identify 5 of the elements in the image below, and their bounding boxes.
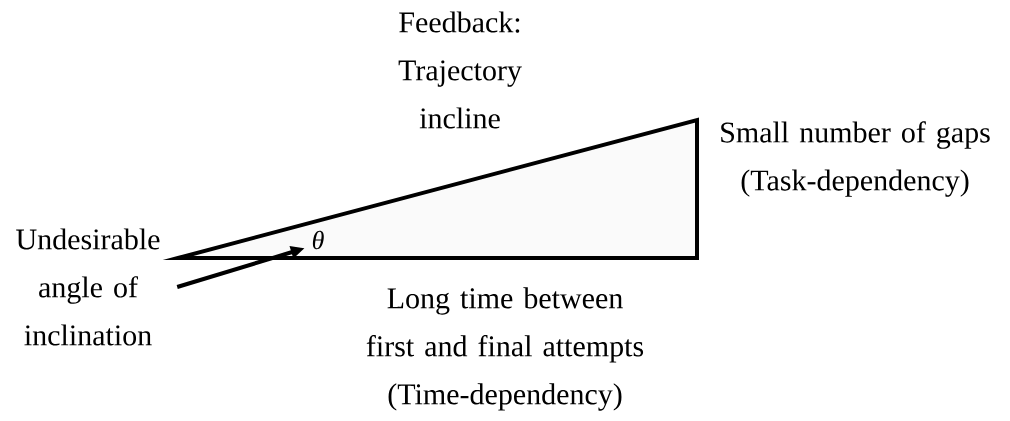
annotation-text: Small number of gaps (Task-dependency) [721,121,990,197]
angle-symbol: θ [312,230,324,250]
callout-text: Undesirable angle of inclination [16,228,160,346]
annotation-text: Feedback: Trajectory incline [398,11,522,129]
annotation-text: Long time between first and final attempts (Time-dependency) [366,287,644,411]
